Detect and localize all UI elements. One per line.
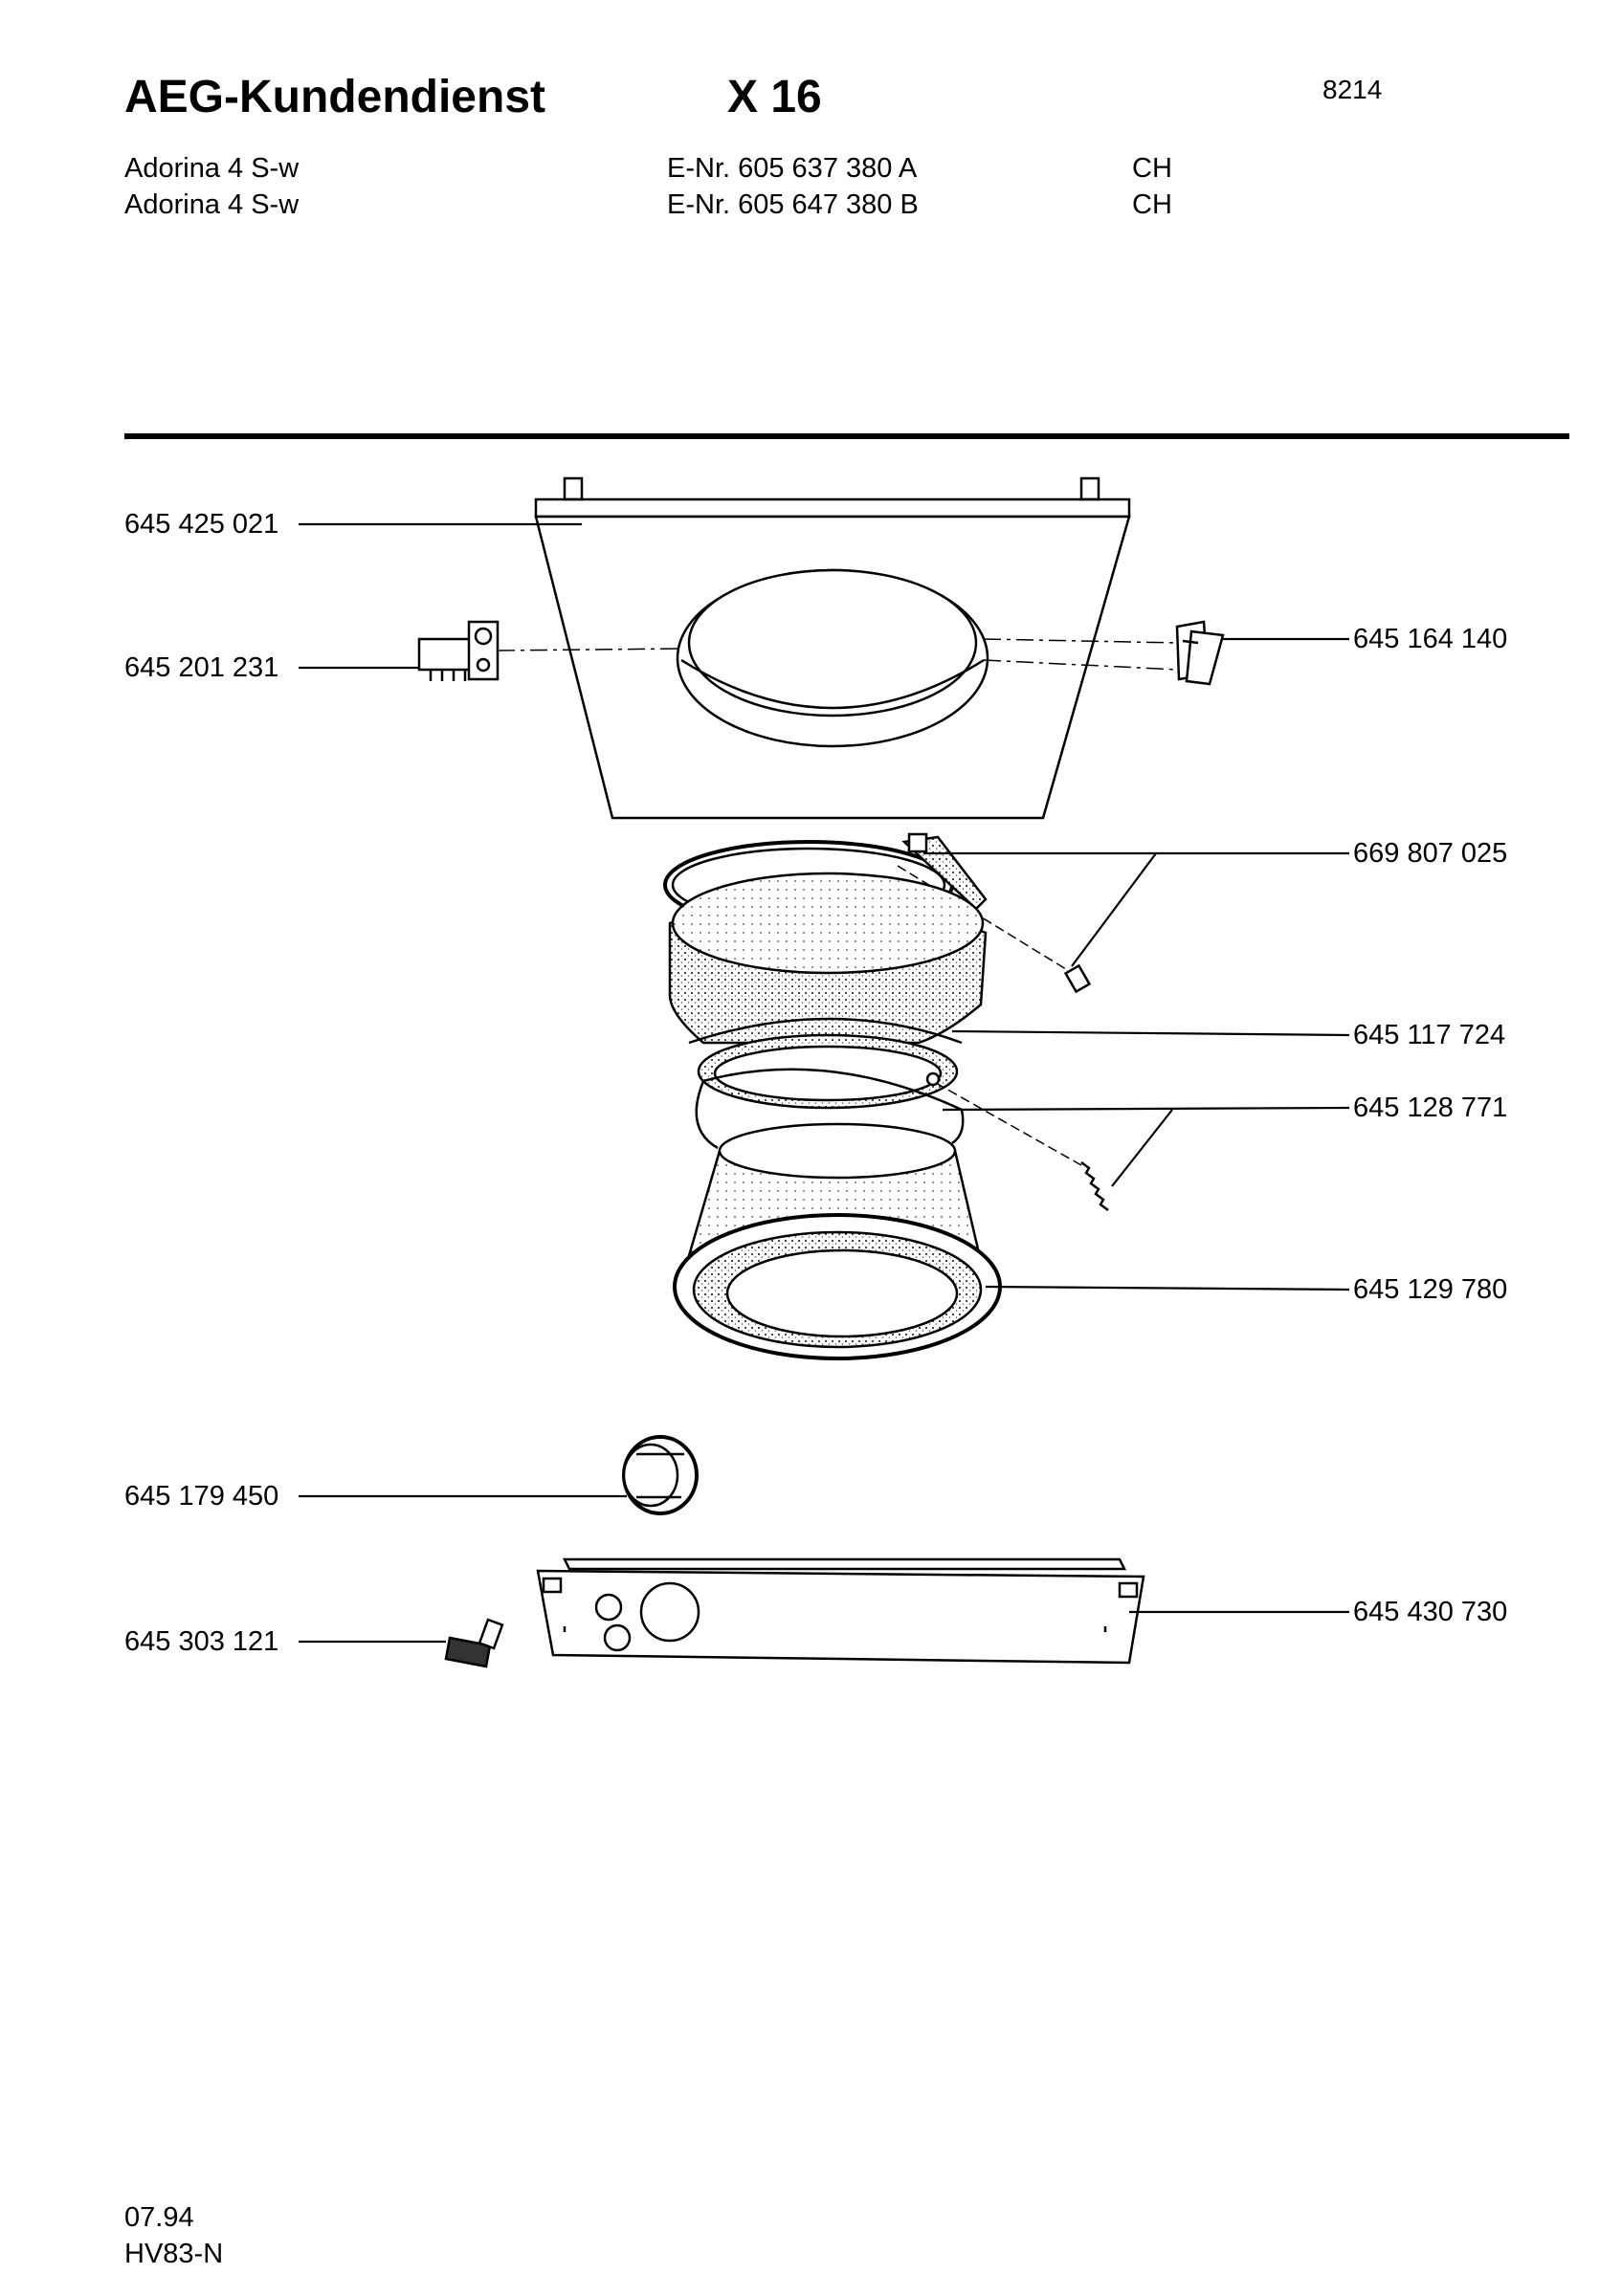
part-number-plinth: 645 430 730 <box>1353 1597 1508 1627</box>
brand-title: AEG-Kundendienst <box>124 72 545 122</box>
leader-line <box>985 1285 1350 1292</box>
part-number-door-hinge: 645 201 231 <box>124 652 279 683</box>
part-number-door-seal: 645 117 724 <box>1353 1020 1506 1050</box>
leader-line <box>942 1106 1350 1112</box>
variant-country: CH <box>1132 153 1172 184</box>
leader-line <box>951 1029 1350 1037</box>
footer-date: 07.94 <box>124 2202 194 2233</box>
door-hinge-drawing <box>417 620 500 681</box>
door-lock-drawing <box>1175 620 1225 686</box>
leader-lines <box>299 522 1350 1644</box>
variant-name: Adorina 4 S-w <box>124 153 300 184</box>
header-divider <box>124 433 1569 439</box>
door-seal-drawing <box>668 872 988 1110</box>
plinth-drawing <box>536 1557 1145 1665</box>
drum-sleeve-drawing <box>673 1122 1002 1360</box>
part-number-front-panel: 645 425 021 <box>124 509 279 540</box>
part-number-pump-cap: 645 179 450 <box>124 1481 279 1512</box>
part-number-tension-spring: 645 128 771 <box>1353 1093 1508 1123</box>
part-number-clamp-ring-screw: 669 807 025 <box>1353 838 1508 869</box>
model-title: X 16 <box>727 72 822 122</box>
part-number-drum-sleeve: 645 129 780 <box>1353 1274 1508 1305</box>
knob-drawing <box>444 1618 504 1668</box>
leader-line <box>1111 1109 1173 1187</box>
part-number-door-lock: 645 164 140 <box>1353 624 1508 654</box>
leader-line <box>1071 852 1157 967</box>
part-number-knob: 645 303 121 <box>124 1626 279 1657</box>
pump-cap-drawing <box>622 1435 699 1515</box>
front-panel-drawing <box>534 476 1131 820</box>
variant-enr: E-Nr. 605 647 380 B <box>667 189 919 220</box>
tension-spring-drawing <box>695 1068 1109 1211</box>
variant-country: CH <box>1132 189 1172 220</box>
variant-name: Adorina 4 S-w <box>124 189 300 220</box>
footer-code: HV83-N <box>124 2239 224 2269</box>
document-number: 8214 <box>1322 75 1383 104</box>
variant-enr: E-Nr. 605 637 380 A <box>667 153 918 184</box>
